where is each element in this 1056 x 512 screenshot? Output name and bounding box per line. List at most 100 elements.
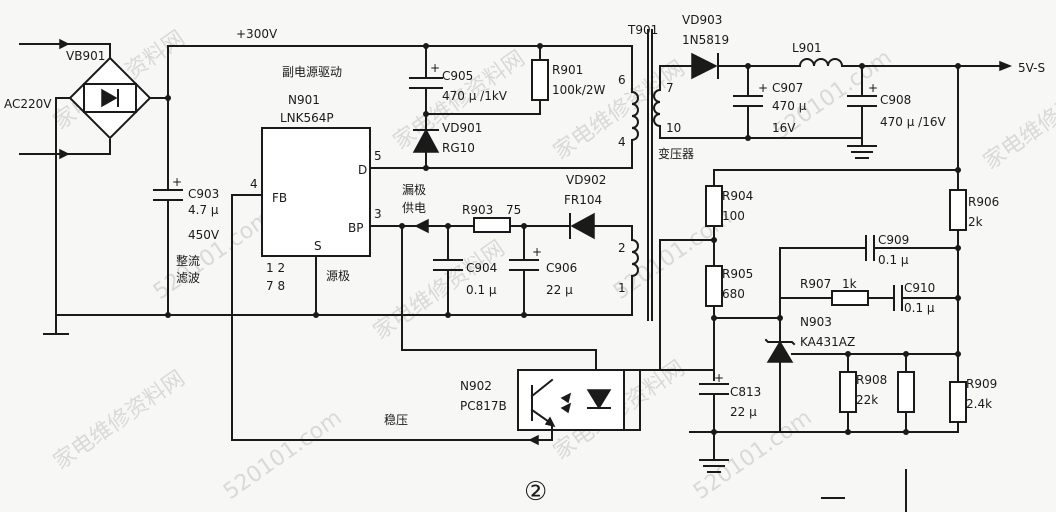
- svg-text:C904: C904: [466, 261, 497, 275]
- ic-n901: 副电源驱动 N901 LNK564P FB D BP S 4 5 3 1 2 7…: [231, 65, 633, 316]
- svg-text:1 2: 1 2: [266, 261, 285, 275]
- svg-text:C910: C910: [904, 281, 935, 295]
- svg-text:RG10: RG10: [442, 141, 475, 155]
- svg-text:D: D: [358, 163, 367, 177]
- svg-text:0.1 μ: 0.1 μ: [904, 301, 935, 315]
- svg-text:0.1 μ: 0.1 μ: [878, 253, 909, 267]
- svg-text:1: 1: [618, 281, 626, 295]
- svg-text:6: 6: [618, 73, 626, 87]
- svg-text:+300V: +300V: [236, 27, 278, 41]
- primary-ground: [43, 312, 633, 335]
- transformer-t901: T901 6 4 7 10 变压器 2 1: [618, 23, 694, 321]
- svg-text:10: 10: [666, 121, 681, 135]
- svg-text:2k: 2k: [968, 215, 983, 229]
- svg-text:+: +: [430, 61, 440, 75]
- svg-text:FR104: FR104: [564, 193, 602, 207]
- svg-text:供电: 供电: [402, 201, 426, 215]
- svg-text:2.4k: 2.4k: [966, 397, 992, 411]
- svg-text:470 μ /16V: 470 μ /16V: [880, 115, 946, 129]
- svg-text:7: 7: [666, 81, 674, 95]
- svg-text:4.7 μ: 4.7 μ: [188, 203, 219, 217]
- svg-text:VD902: VD902: [566, 173, 606, 187]
- svg-text:2: 2: [618, 241, 626, 255]
- svg-text:R909: R909: [966, 377, 997, 391]
- svg-text:滤波: 滤波: [176, 271, 200, 285]
- svg-text:副电源驱动: 副电源驱动: [282, 65, 342, 79]
- hv-rail: +300V: [165, 27, 633, 101]
- svg-text:C903: C903: [188, 187, 219, 201]
- svg-text:+: +: [172, 175, 182, 189]
- svg-text:R904: R904: [722, 189, 753, 203]
- svg-text:5V-S: 5V-S: [1018, 61, 1045, 75]
- svg-text:470 μ: 470 μ: [772, 99, 807, 113]
- svg-text:470 μ /1kV: 470 μ /1kV: [442, 89, 508, 103]
- svg-text:450V: 450V: [188, 228, 220, 242]
- svg-text:AC220V: AC220V: [4, 97, 52, 111]
- svg-text:KA431AZ: KA431AZ: [800, 335, 855, 349]
- svg-text:22 μ: 22 μ: [546, 283, 573, 297]
- svg-text:LNK564P: LNK564P: [280, 111, 334, 125]
- svg-text:22k: 22k: [856, 393, 878, 407]
- svg-text:C905: C905: [442, 69, 473, 83]
- svg-text:C908: C908: [880, 93, 911, 107]
- svg-text:R901: R901: [552, 63, 583, 77]
- svg-text:+: +: [714, 371, 724, 385]
- svg-text:漏极: 漏极: [402, 183, 426, 197]
- svg-text:R903: R903: [462, 203, 493, 217]
- svg-text:S: S: [314, 239, 322, 253]
- svg-text:0.1 μ: 0.1 μ: [466, 283, 497, 297]
- svg-text:稳压: 稳压: [384, 412, 408, 427]
- svg-text:T901: T901: [627, 23, 658, 37]
- svg-text:VD903: VD903: [682, 13, 722, 27]
- svg-text:变压器: 变压器: [658, 146, 694, 161]
- svg-text:C906: C906: [546, 261, 577, 275]
- svg-text:5: 5: [374, 149, 382, 163]
- svg-text:R905: R905: [722, 267, 753, 281]
- svg-text:R907: R907: [800, 277, 831, 291]
- svg-text:3: 3: [374, 207, 382, 221]
- svg-text:N902: N902: [460, 379, 492, 393]
- snubber-network: + C905 470 μ /1kV R901 100k/2W VD901 RG1…: [409, 43, 606, 171]
- svg-text:100k/2W: 100k/2W: [552, 83, 606, 97]
- svg-text:BP: BP: [348, 221, 363, 235]
- ac-input: AC220V: [4, 38, 111, 160]
- svg-text:100: 100: [722, 209, 745, 223]
- svg-text:VD901: VD901: [442, 121, 482, 135]
- svg-text:+: +: [868, 81, 878, 95]
- optocoupler-n902: N902 PC817B 稳压: [231, 194, 715, 446]
- figure-number: ②: [524, 477, 547, 507]
- svg-text:680: 680: [722, 287, 745, 301]
- feedback-network: R904 100 R905 680 + C813 22 μ R906 2k C: [689, 167, 999, 473]
- svg-text:L901: L901: [792, 41, 822, 55]
- svg-text:16V: 16V: [772, 121, 796, 135]
- svg-text:1N5819: 1N5819: [682, 33, 729, 47]
- svg-text:VB901: VB901: [66, 49, 105, 63]
- secondary-output: VD903 1N5819 L901 5V-S + C907 470 μ 16V …: [659, 13, 1045, 191]
- bridge-rectifier-vb901: VB901: [55, 49, 169, 316]
- svg-text:1k: 1k: [842, 277, 857, 291]
- svg-text:C909: C909: [878, 233, 909, 247]
- svg-text:N903: N903: [800, 315, 832, 329]
- svg-text:源极: 源极: [326, 269, 350, 283]
- capacitor-c903: + C903 4.7 μ 450V 整流 滤波: [153, 97, 220, 316]
- svg-text:FB: FB: [272, 191, 287, 205]
- svg-text:+: +: [532, 245, 542, 259]
- svg-text:520101.com: 520101.com: [689, 405, 816, 505]
- svg-text:整流: 整流: [176, 253, 200, 268]
- svg-text:4: 4: [618, 135, 626, 149]
- svg-text:75: 75: [506, 203, 521, 217]
- svg-text:520101.com: 520101.com: [219, 405, 346, 505]
- svg-text:家电维修资料网: 家电维修资料网: [49, 366, 190, 475]
- svg-text:C813: C813: [730, 385, 761, 399]
- svg-text:R908: R908: [856, 373, 887, 387]
- aux-supply: 漏极 供电 R903 75 VD902 FR104 C904 0.1 μ + C…: [399, 173, 633, 351]
- svg-text:N901: N901: [288, 93, 320, 107]
- svg-text:C907: C907: [772, 81, 803, 95]
- svg-text:22 μ: 22 μ: [730, 405, 757, 419]
- svg-text:7 8: 7 8: [266, 279, 285, 293]
- svg-text:+: +: [758, 81, 768, 95]
- svg-text:PC817B: PC817B: [460, 399, 507, 413]
- svg-text:4: 4: [250, 177, 258, 191]
